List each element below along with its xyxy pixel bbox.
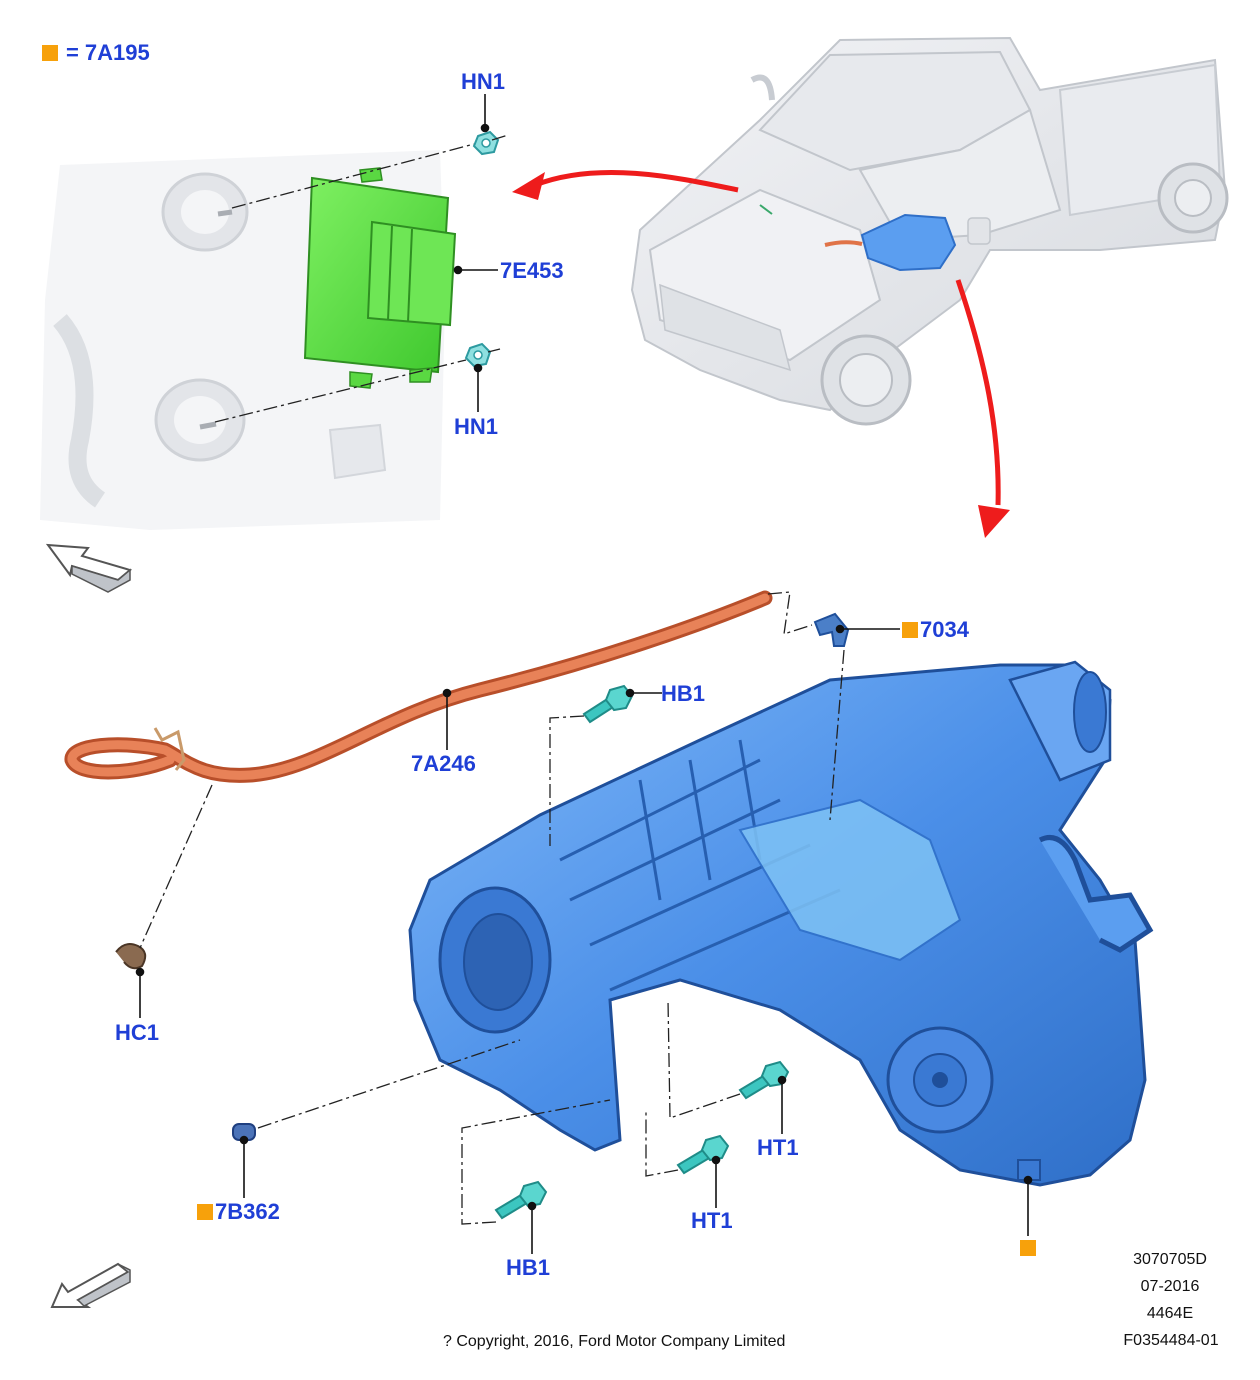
- meta-code: 4464E: [1146, 1305, 1194, 1322]
- bolt-ht1-left: [676, 1134, 730, 1175]
- nut-hn1-top: [472, 130, 500, 156]
- label-7a246: 7A246: [411, 751, 476, 776]
- control-module-7e453: [303, 167, 457, 389]
- label-hb1-bottom: HB1: [506, 1255, 551, 1280]
- legend-marker: [42, 45, 58, 61]
- meta-date: 07-2016: [1140, 1278, 1200, 1295]
- legend: =7A195: [42, 40, 150, 66]
- marker-7b362: [197, 1204, 213, 1220]
- label-7034: 7034: [902, 619, 969, 641]
- label-7b362-text: 7B362: [215, 1199, 280, 1224]
- copyright-notice: ? Copyright, 2016, Ford Motor Company Li…: [443, 1333, 786, 1350]
- vent-fitting-7034: [813, 612, 850, 647]
- module-centre-lines: [214, 134, 509, 423]
- meta-ref: 3070705D: [1133, 1251, 1207, 1268]
- bolt-hb1-bottom: [494, 1180, 548, 1220]
- legend-part: 7A195: [84, 40, 150, 65]
- direction-arrow-bottom: [50, 1262, 131, 1308]
- red-callout-arrows: [512, 170, 1010, 538]
- marker-drain-plug: [1020, 1240, 1036, 1256]
- transfer-case-housing: [408, 660, 1154, 1187]
- leader-lines: [135, 94, 1033, 1254]
- marker-7034: [902, 622, 918, 638]
- bolt-hb1-top: [582, 684, 634, 724]
- label-hn1-top: HN1: [461, 69, 506, 94]
- direction-arrow-top: [45, 543, 133, 593]
- label-hn1-bottom: HN1: [454, 414, 499, 439]
- hose-clip-hc1: [115, 943, 147, 970]
- label-ht1-right: HT1: [757, 1135, 799, 1160]
- vent-hose-7a246: [64, 590, 773, 783]
- label-ht1-left: HT1: [691, 1208, 733, 1233]
- legend-equals: =: [66, 40, 79, 65]
- meta-figure-id: F0354484-01: [1123, 1332, 1219, 1349]
- assembly-centre-lines: [139, 591, 845, 1225]
- nut-hn1-bottom: [464, 342, 492, 368]
- label-hb1-top: HB1: [661, 681, 706, 706]
- label-hc1: HC1: [115, 1020, 160, 1045]
- truck-illustration: [630, 36, 1229, 426]
- label-7034-text: 7034: [920, 617, 969, 642]
- label-7b362: 7B362: [197, 1201, 280, 1223]
- label-7e453: 7E453: [500, 258, 564, 283]
